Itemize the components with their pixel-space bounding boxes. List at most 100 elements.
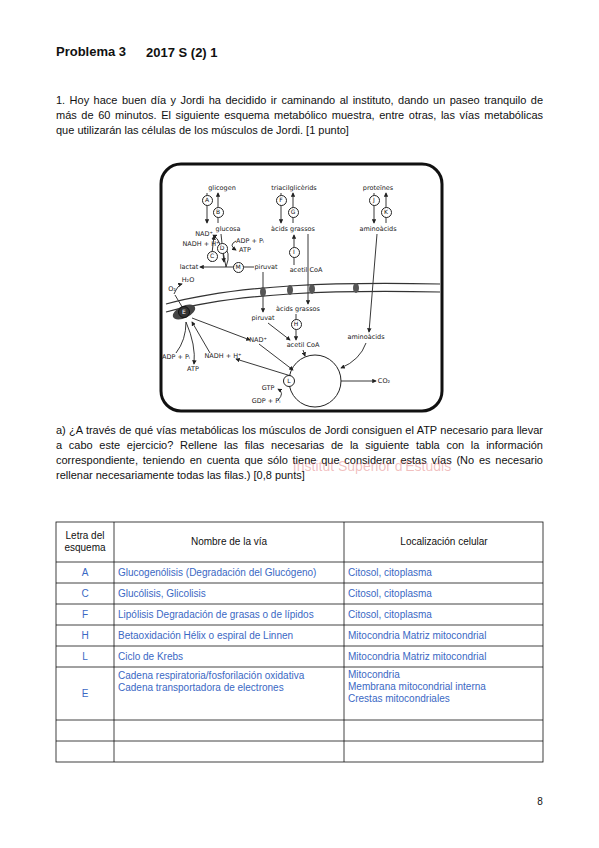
metabolite-label: piruvat: [254, 263, 277, 271]
krebs-cycle: [289, 355, 341, 407]
table-cell: Lipólisis Degradación de grasas o de líp…: [118, 604, 342, 625]
arrow: [232, 241, 236, 250]
cofactor-label: NADH + H⁺: [182, 240, 219, 248]
pathway-letter-circle: E: [178, 306, 190, 318]
pathway-letter-circle: I: [289, 247, 300, 258]
answer-table-grid: [56, 522, 543, 762]
respiratory-chain-complex: [171, 301, 198, 322]
pathway-letter-circle: G: [288, 207, 299, 218]
table-cell: Betaoxidación Hélix o espiral de Linnen: [118, 625, 342, 646]
circle-letter: B: [216, 209, 220, 215]
page-number: 8: [534, 795, 546, 807]
table-cell: Citosol, citoplasma: [348, 604, 542, 625]
arrow: [341, 343, 366, 368]
metabolite-label: acetil CoA: [287, 341, 320, 349]
circle-letter: D: [220, 245, 225, 251]
table-cell: Ciclo de Krebs: [118, 646, 342, 667]
metabolite-label: piruvat: [251, 314, 274, 322]
transporter: [309, 284, 315, 294]
transporter: [260, 287, 266, 297]
circle-letter: K: [384, 209, 388, 215]
table-line: [56, 604, 543, 605]
question-text: a) ¿A través de qué vías metabólicas los…: [56, 423, 543, 483]
table-cell: H: [58, 625, 112, 646]
metabolite-label: lactat: [180, 263, 198, 271]
metabolite-label: acetil CoA: [290, 266, 323, 274]
table-cell: Glucogenólisis (Degradación del Glucógen…: [118, 562, 342, 583]
table-line: [56, 741, 543, 742]
pathway-letter-circle: H: [291, 319, 302, 330]
arrow: [192, 322, 210, 353]
transporter: [287, 285, 293, 295]
table-cell: Citosol, citoplasma: [348, 562, 542, 583]
table-line: [56, 583, 543, 584]
pathway-letter-circle: L: [283, 375, 295, 387]
arrow: [341, 381, 376, 382]
table-header: Localización celular: [348, 522, 540, 562]
circle-letter: G: [291, 209, 296, 215]
pathway-letter-circle: A: [202, 195, 213, 206]
arrow: [374, 193, 375, 223]
table-cell: Membrana mitocondrial interna: [348, 681, 542, 693]
circle-letter: A: [205, 197, 209, 203]
metabolite-label: aminoàcids: [359, 225, 396, 233]
table-cell: L: [58, 646, 112, 667]
table-cell: F: [58, 604, 112, 625]
arrow: [176, 322, 186, 353]
table-cell: Cadena respiratoria/fosforilación oxidat…: [118, 670, 342, 682]
table-cell: Cadena transportadora de electrones: [118, 682, 342, 694]
circle-letter: E: [182, 309, 186, 315]
table-line: [56, 562, 543, 563]
circle-letter: F: [279, 197, 282, 203]
cofactor-label: NAD⁺: [195, 230, 213, 238]
table-line: [56, 646, 543, 647]
diagram-frame: [161, 164, 442, 411]
metabolite-label: àcids grassos: [271, 225, 315, 233]
arrow: [303, 350, 305, 356]
table-line: [56, 720, 543, 721]
table-header: Letra del esquema: [58, 522, 112, 562]
circle-letter: M: [235, 264, 240, 270]
cofactor-label: ADP + Pᵢ: [162, 353, 190, 361]
arrow: [236, 359, 291, 376]
cofactor-label: GDP + Pᵢ: [252, 397, 281, 405]
arrow: [192, 318, 250, 340]
table-cell: Citosol, citoplasma: [348, 583, 542, 604]
table-cell: E: [58, 667, 112, 720]
cofactor-label: ADP + Pᵢ: [236, 237, 264, 245]
arrow: [200, 267, 254, 268]
circle-letter: H: [294, 321, 299, 327]
table-cell: Mitocondria: [348, 669, 542, 681]
circle-letter: L: [287, 378, 290, 384]
table-cell: Mitocondria Matriz mitocondrial: [348, 625, 542, 646]
molecule-label: O₂: [168, 285, 176, 293]
table-line: [56, 625, 543, 626]
metabolite-label: glicogen: [208, 184, 236, 192]
cofactor-label: ATP: [239, 246, 251, 254]
molecule-label: H₂O: [182, 276, 195, 284]
table-header: Nombre de la vía: [118, 522, 340, 562]
circle-letter: I: [293, 249, 295, 255]
arrow: [268, 323, 290, 340]
table-line: [114, 522, 115, 762]
transporter: [353, 283, 359, 293]
table-cell: C: [58, 583, 112, 604]
cofactor-label: NAD⁺: [249, 336, 267, 344]
question-text: 1. Hoy hace buen día y Jordi ha decidido…: [56, 93, 543, 138]
table-line: [344, 522, 345, 762]
arrow: [294, 235, 295, 265]
page-title: Problema 3: [56, 44, 126, 59]
table-cell: Mitocondria Matriz mitocondrial: [348, 646, 542, 667]
pathway-letter-circle: B: [213, 207, 224, 218]
metabolite-label: triacilglicèrids: [271, 184, 317, 192]
cofactor-label: ATP: [187, 365, 199, 373]
table-cell: Crestas mitocondriales: [348, 693, 542, 705]
pathway-letter-circle: C: [207, 251, 218, 262]
molecule-label: CO₂: [378, 377, 390, 385]
pathway-letter-circle: F: [276, 195, 287, 206]
metabolite-label: proteïnes: [363, 184, 394, 192]
table-border: [56, 522, 543, 762]
watermark: Institut Superior d'Estudis: [293, 458, 451, 474]
metabolite-label: àcids grassos: [276, 305, 320, 313]
